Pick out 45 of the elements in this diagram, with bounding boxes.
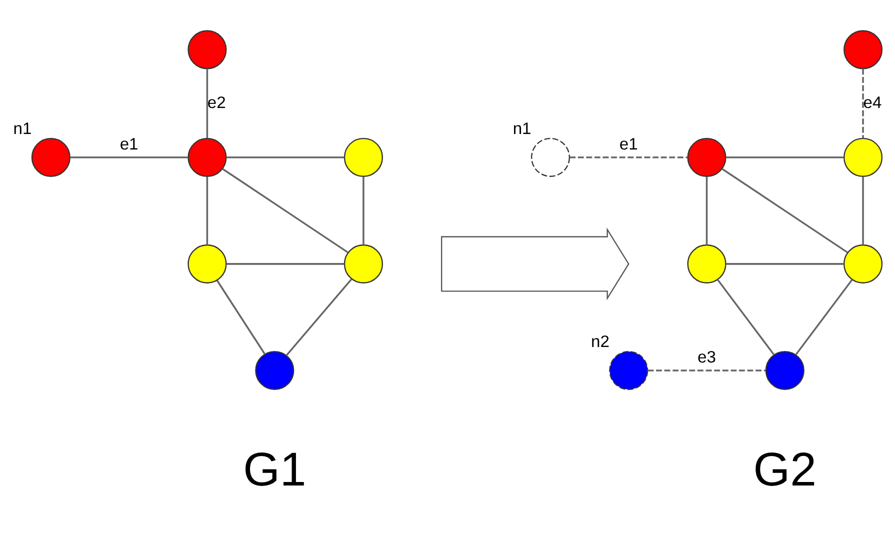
node-label: n1 (512, 118, 532, 138)
connector (226, 156, 344, 158)
node-circle (530, 138, 570, 177)
connector (286, 278, 352, 356)
node-label: n2 (590, 332, 610, 352)
node-circle (609, 350, 648, 390)
connector (206, 176, 208, 245)
connector (206, 68, 208, 138)
node-circle (188, 30, 227, 70)
connector (570, 156, 688, 158)
connector (722, 168, 848, 254)
connector (648, 370, 766, 372)
node-arrow (440, 228, 630, 300)
node-circle (687, 138, 726, 177)
connector (726, 263, 844, 265)
connector (862, 176, 864, 245)
connector (795, 279, 853, 356)
node-circle (344, 244, 383, 284)
connector (862, 68, 864, 138)
connector (706, 176, 708, 245)
edge-label: e2 (207, 92, 226, 112)
node-circle (344, 138, 383, 177)
connector (216, 280, 266, 355)
connector (716, 279, 775, 356)
node-circle (843, 244, 883, 284)
node-circle (843, 138, 883, 177)
node-circle (188, 138, 227, 177)
label: G1 (243, 443, 306, 496)
edge-label: e1 (619, 134, 638, 154)
connector (726, 156, 844, 158)
node-circle (843, 30, 883, 70)
connector (222, 168, 348, 254)
connector (226, 263, 344, 265)
edge-label: e4 (863, 92, 882, 112)
connector (362, 176, 364, 245)
label: G2 (753, 443, 816, 496)
node-circle (188, 244, 227, 284)
node-circle (255, 350, 294, 390)
edge-label: e3 (698, 347, 716, 366)
node-label: n1 (13, 118, 32, 138)
edge-label: e1 (120, 134, 138, 154)
connector (70, 156, 188, 158)
node-circle (765, 350, 804, 390)
node-circle (687, 244, 726, 284)
node-circle (31, 138, 70, 177)
